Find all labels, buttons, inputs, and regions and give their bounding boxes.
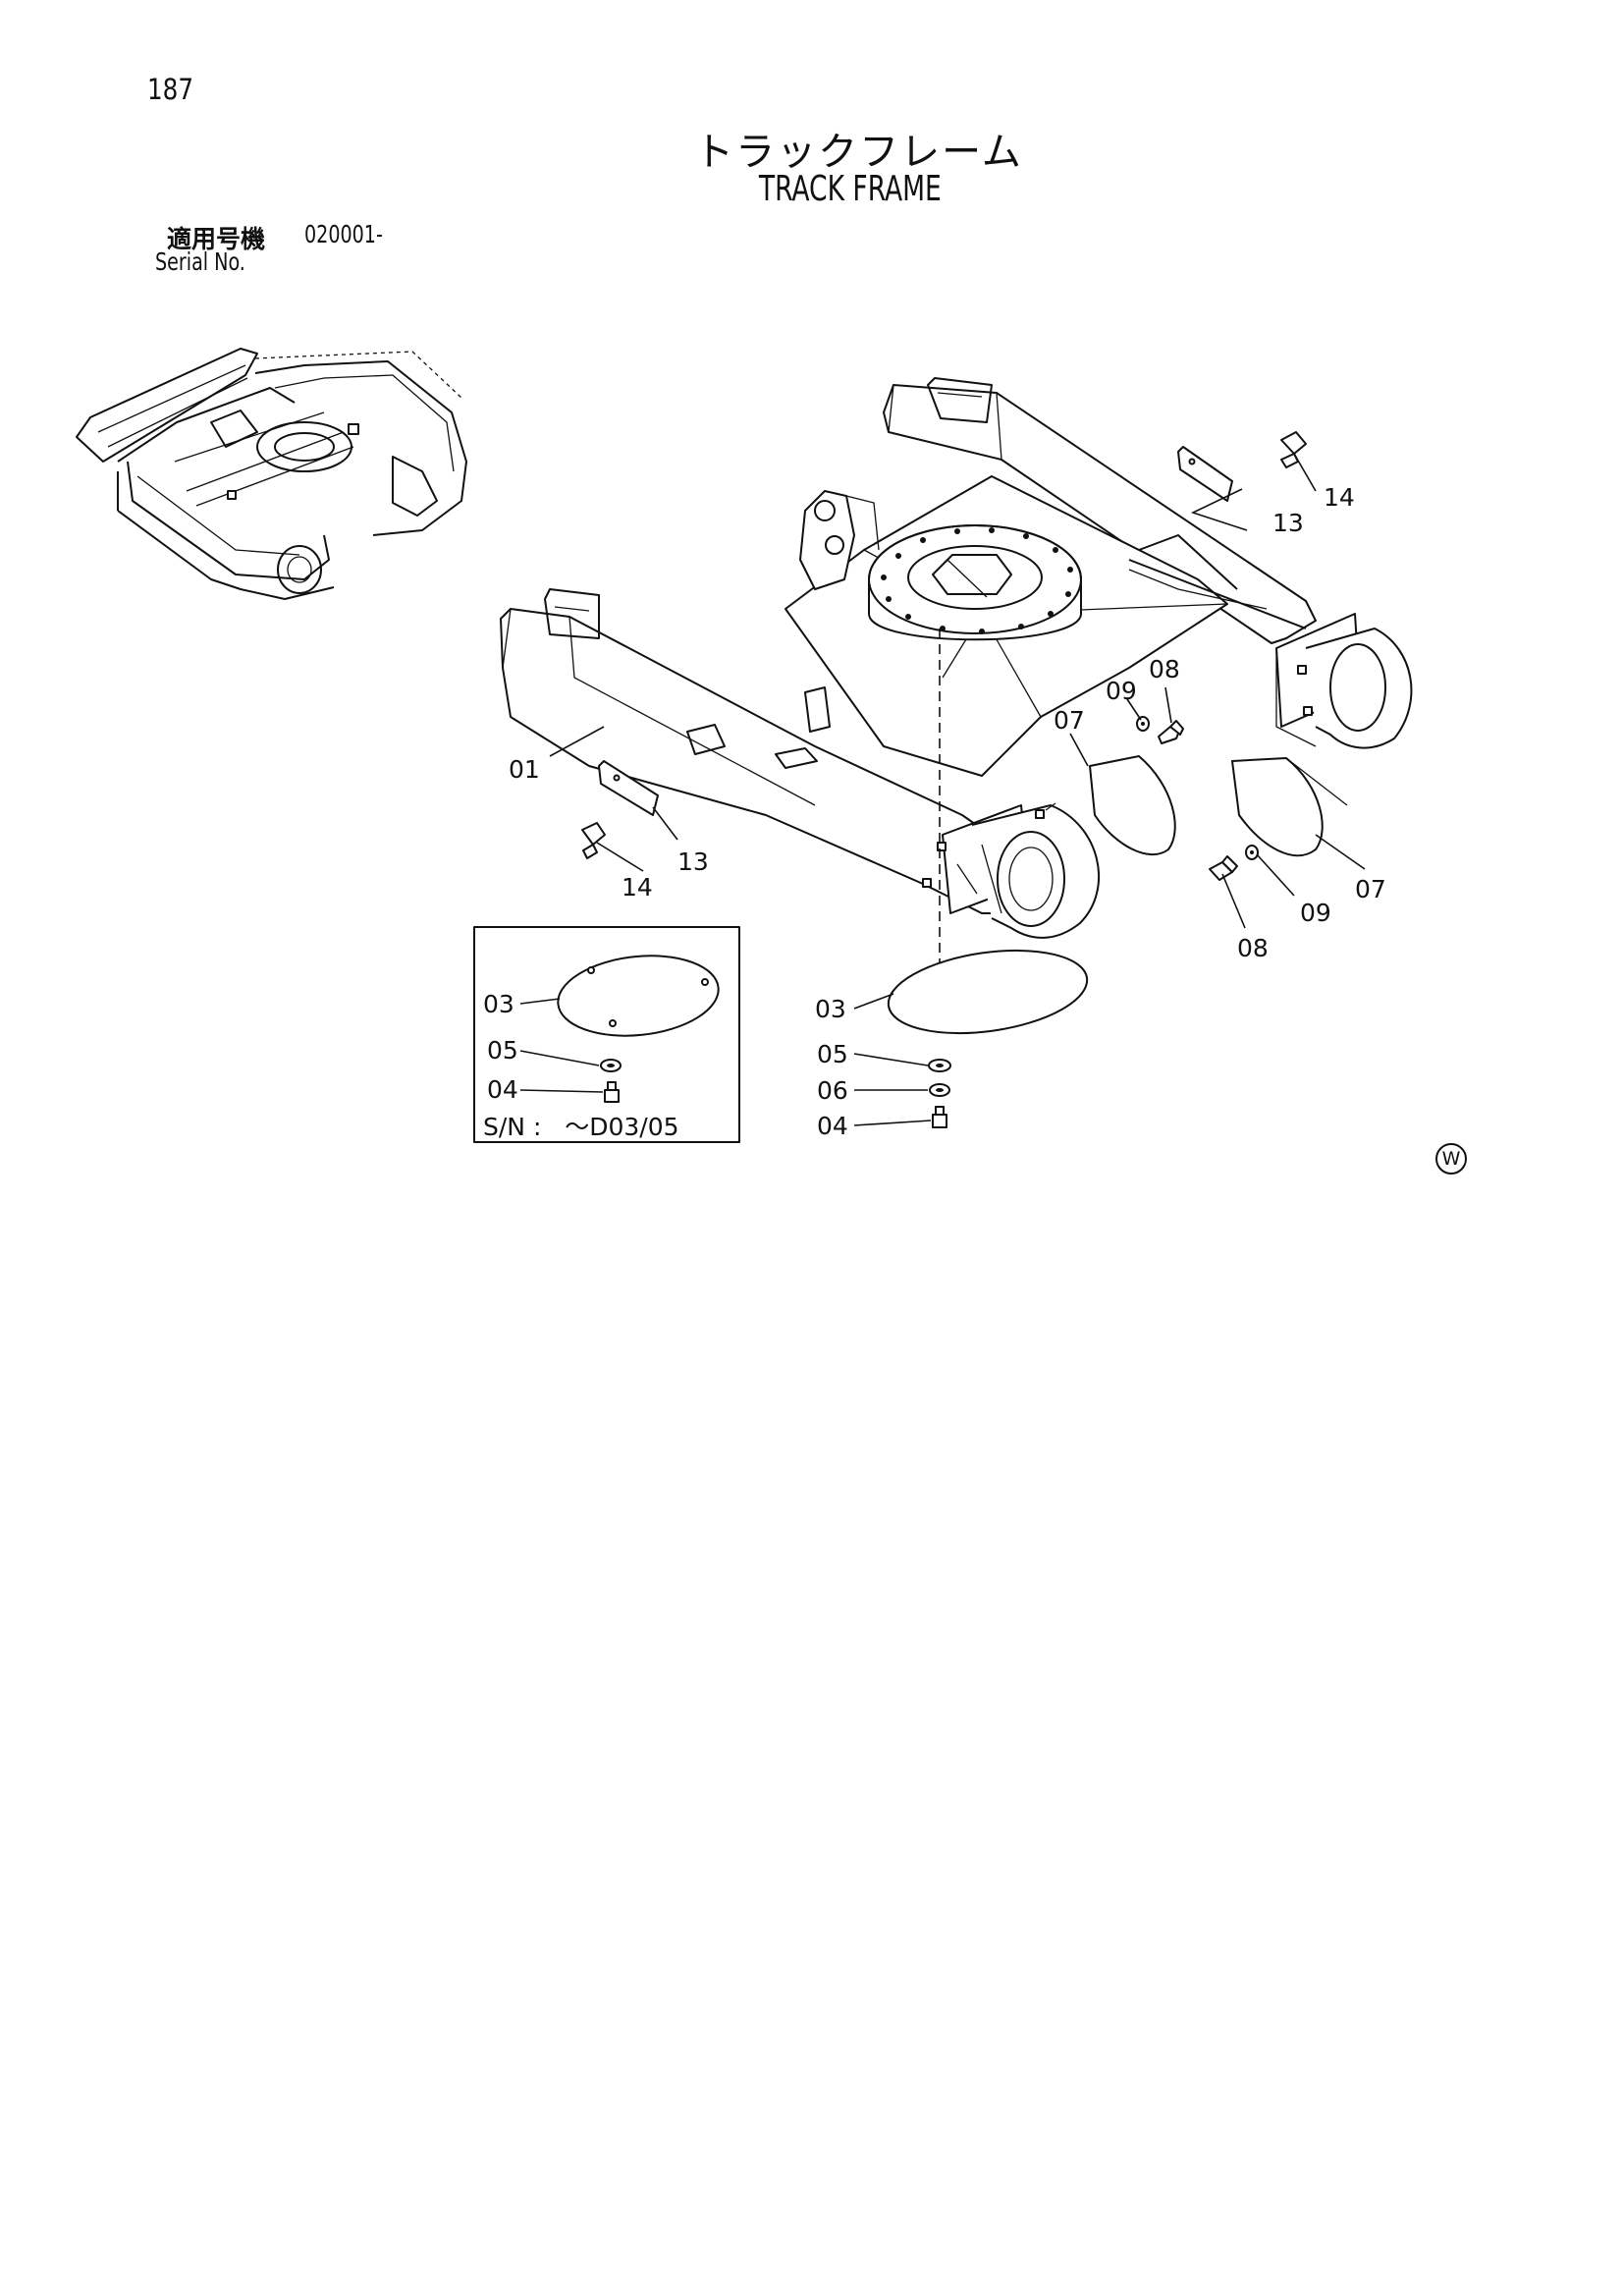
page-title-english: TRACK FRAME [758,169,942,209]
serial-label-japanese: 適用号機 [167,225,266,253]
key-map-thumbnail [76,348,467,600]
callout-bolt-right: 14 [1324,483,1355,512]
serial-number-value: 020001- [304,220,383,248]
callout-under-washer: 05 [817,1040,848,1068]
inset-serial-note: S/N : ～D03/05 [483,1113,679,1141]
page-title-japanese: トラックフレーム [694,130,1023,175]
bolt-upper [1280,431,1307,468]
bolt-lower [581,822,606,859]
bolt-cover-left [1158,720,1184,744]
cover-right [1231,757,1348,857]
callout-bolt-cover-left: 08 [1149,655,1180,683]
washer-right [1245,845,1259,860]
under-cover [887,949,1089,1035]
callout-plate-right: 13 [1272,509,1304,537]
washer-left [1136,716,1150,732]
callout-inset-bolt: 04 [487,1075,518,1104]
callout-washer-right: 09 [1300,899,1331,927]
callout-plate-left: 13 [677,847,709,876]
callout-numbers: 01 13 14 13 14 07 09 08 07 09 08 03 05 0… [483,483,1386,1141]
inset-box [473,926,740,1143]
callout-washer-left: 09 [1106,677,1137,705]
code-mark-circled: W [1435,1143,1467,1175]
serial-label-english: Serial No. [155,247,245,276]
cover-left [1089,755,1176,855]
plate-upper [1177,446,1233,502]
callout-inset-washer: 05 [487,1036,518,1065]
callout-inset-cover: 03 [483,990,514,1018]
under-lockwasher [929,1083,950,1097]
callout-bolt-cover-right: 08 [1237,934,1269,962]
callout-cover-right: 07 [1355,875,1386,903]
callout-frame: 01 [509,755,540,784]
callout-cover-left: 07 [1054,706,1085,735]
callout-under-bolt: 04 [817,1112,848,1140]
callout-bolt-left: 14 [622,873,653,902]
leader-lines [519,453,1366,1126]
bolt-cover-right [1209,855,1238,881]
page-number: 187 [147,73,194,106]
callout-under-lockwasher: 06 [817,1076,848,1105]
track-frame [500,377,1413,1029]
plate-lower [598,760,659,816]
callout-under-cover: 03 [815,995,846,1023]
under-bolt [932,1106,947,1128]
under-washer [928,1059,951,1072]
